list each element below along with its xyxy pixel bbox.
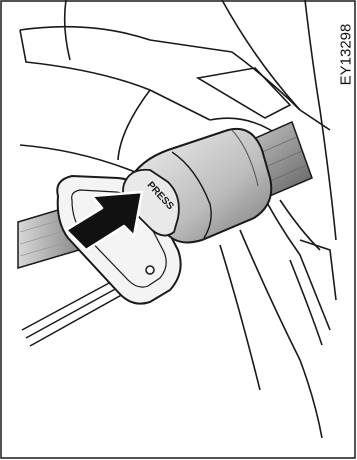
figure-reference-code-text: EY13298 — [338, 23, 355, 85]
figure-reference-code: EY13298 — [328, 36, 357, 72]
latch-hole — [146, 266, 154, 274]
